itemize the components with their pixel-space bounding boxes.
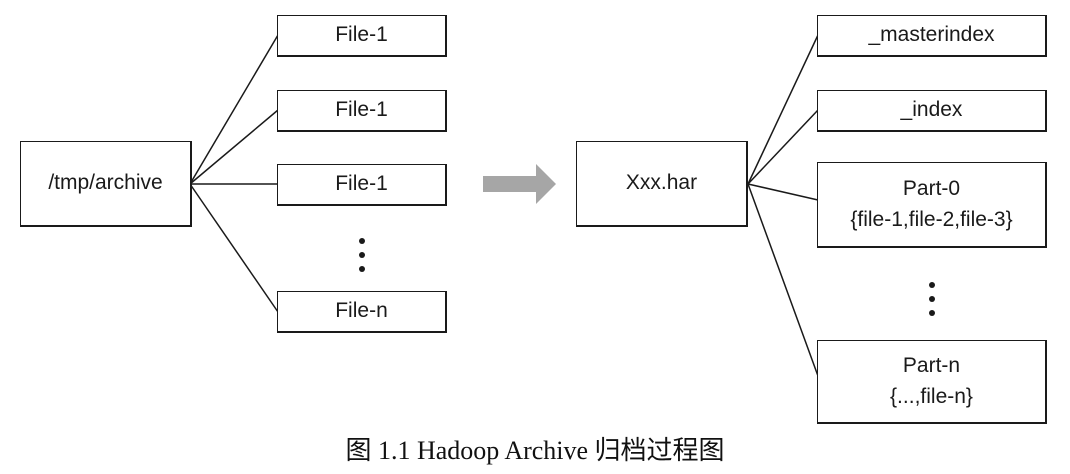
connector-line [189,109,279,185]
connector-line [189,34,279,185]
part-contents: {file-1,file-2,file-3} [850,207,1013,231]
file-box: File-n [277,291,447,333]
connector-line [747,34,819,185]
connector-line [747,183,819,377]
source-directory-box: /tmp/archive [20,141,192,227]
vertical-ellipsis [359,238,365,272]
connector-line [747,109,819,185]
file-label: File-n [335,299,388,323]
part-contents: {...,file-n} [890,384,973,408]
part-box: Part-0 {file-1,file-2,file-3} [817,162,1047,248]
file-box: File-1 [277,164,447,206]
part-box: Part-n {...,file-n} [817,340,1047,424]
index-box: _index [817,90,1047,132]
connector-line [747,183,819,201]
masterindex-box: _masterindex [817,15,1047,57]
vertical-ellipsis [929,282,935,316]
file-label: File-1 [335,98,388,122]
source-directory-label: /tmp/archive [48,171,163,195]
figure-caption: 图 1.1 Hadoop Archive 归档过程图 [345,436,725,465]
index-label: _index [900,98,963,122]
masterindex-label: _masterindex [868,23,995,47]
connector-line [189,183,279,313]
file-label: File-1 [335,172,388,196]
har-archive-box: Xxx.har [576,141,748,227]
file-box: File-1 [277,90,447,132]
part-label: Part-0 [902,177,961,201]
file-box: File-1 [277,15,447,57]
har-archive-label: Xxx.har [625,171,698,195]
part-label: Part-n [902,354,961,378]
file-label: File-1 [335,23,388,47]
process-arrow [483,164,556,204]
